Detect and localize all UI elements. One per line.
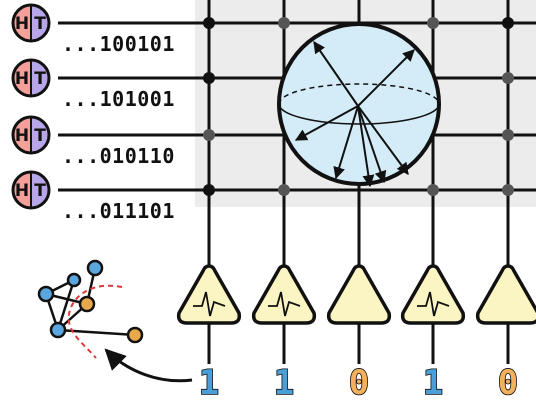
- grid-node: [502, 17, 514, 29]
- coin-icon: H T: [11, 115, 51, 155]
- detectors: [176, 264, 536, 325]
- grid-node: [203, 129, 215, 141]
- detector-pulse-icon: [176, 264, 242, 325]
- register-bits: ...011101: [62, 199, 175, 223]
- register-bits: ...010110: [62, 144, 175, 168]
- grid-node: [427, 17, 439, 29]
- output-bit: 1: [274, 363, 294, 403]
- coin-heads-label: H: [15, 14, 29, 34]
- grid-node: [502, 72, 514, 84]
- coin-heads-label: H: [15, 181, 29, 201]
- grid-nodes: [203, 17, 514, 196]
- coin-icon: H T: [11, 58, 51, 98]
- coin-tails-label: T: [34, 14, 46, 34]
- cut-line: [67, 284, 123, 359]
- detector-icon: [475, 264, 536, 325]
- grid-node: [278, 17, 290, 29]
- bloch-sphere-icon: [277, 22, 441, 188]
- register-0: H T ...100101: [11, 3, 193, 56]
- register-bits: ...100101: [62, 32, 175, 56]
- grid-node: [203, 17, 215, 29]
- graph-network-icon: [37, 259, 144, 359]
- output-bit: 0: [349, 363, 369, 403]
- graph-node: [86, 259, 104, 277]
- graph-node: [126, 326, 144, 344]
- grid-node: [203, 184, 215, 196]
- output-bit: 1: [423, 363, 443, 403]
- detector-icon: [326, 264, 392, 325]
- coin-icon: H T: [11, 170, 51, 210]
- register-2: H T ...010110: [11, 115, 193, 168]
- output-bit: 0: [498, 363, 518, 403]
- coin-icon: H T: [11, 3, 51, 43]
- register-bits: ...101001: [62, 87, 175, 111]
- graph-node: [66, 272, 82, 288]
- output-bit: 1: [199, 363, 219, 403]
- coin-heads-label: H: [15, 69, 29, 89]
- graph-node: [37, 285, 55, 303]
- curved-arrow-icon: [104, 348, 193, 383]
- grid-node: [278, 184, 290, 196]
- coin-tails-label: T: [34, 181, 46, 201]
- register-1: H T ...101001: [11, 58, 193, 111]
- detector-pulse-icon: [400, 264, 466, 325]
- outputs: 1 1 0 1 0: [198, 362, 519, 404]
- grid-node: [427, 184, 439, 196]
- coin-tails-label: T: [34, 126, 46, 146]
- coin-heads-label: H: [15, 126, 29, 146]
- grid-node: [203, 72, 215, 84]
- register-3: H T ...011101: [11, 170, 193, 223]
- grid-node: [502, 129, 514, 141]
- detector-pulse-icon: [251, 264, 317, 325]
- coin-tails-label: T: [34, 69, 46, 89]
- grid-node: [502, 184, 514, 196]
- graph-node: [49, 321, 67, 339]
- graph-node: [78, 295, 96, 313]
